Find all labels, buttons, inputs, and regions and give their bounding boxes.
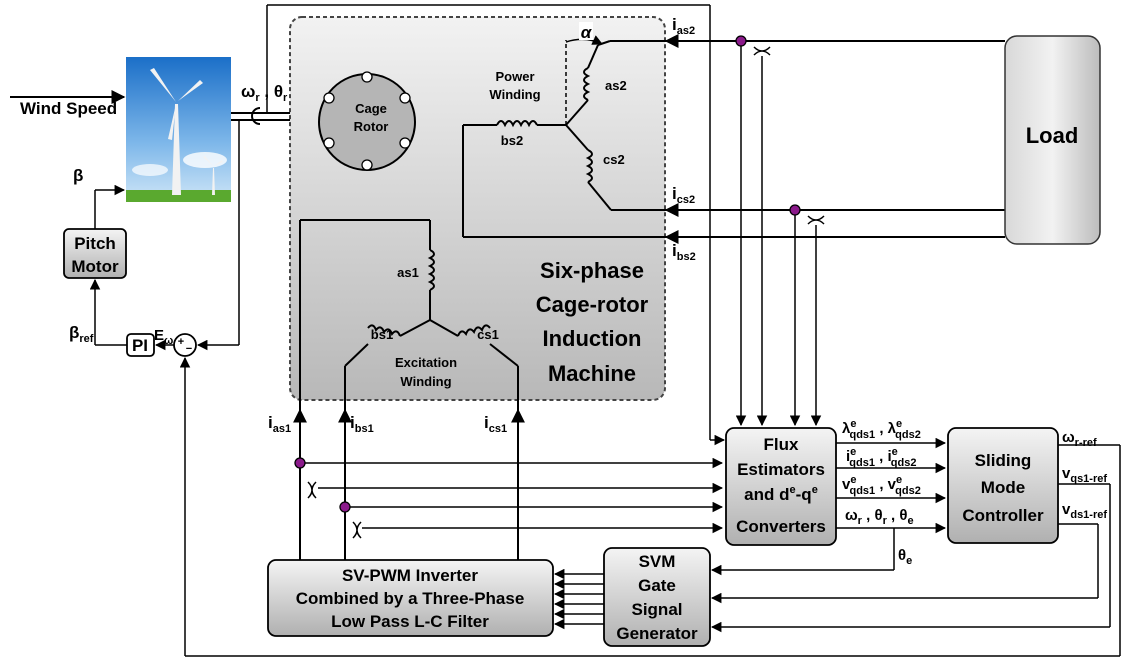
inverter-block [267,559,554,637]
error-label: Eω [154,327,173,347]
pitch-motor-label-1: Pitch [74,234,116,253]
svm-block [603,547,711,647]
smc-block [947,427,1059,544]
phase-label-bs1: bs1 [371,327,393,342]
flux-block-line-4: Converters [736,517,826,536]
current-label-ias2: ias2 [672,15,695,37]
beta-label: β [73,166,83,185]
power-winding-label-1: Power [495,69,534,84]
cage-rotor-label-2: Rotor [354,119,389,134]
omega-ref-loop [179,356,1121,657]
cage-rotor-label-1: Cage [355,101,387,116]
sum-minus-sign: − [186,343,192,355]
signal-omega-ref: ωr-ref [1062,429,1097,449]
signal-vqs-ref: vqs1-ref [1062,465,1107,485]
svg-text:Machine: Machine [548,361,636,386]
signal-angles: ωr , θr , θe [845,507,914,527]
alpha-label-bg [579,22,593,40]
svm-line-4: Generator [616,624,698,643]
svm-line-3: Signal [631,600,682,619]
load-block [1004,35,1101,245]
wind-speed-label: Wind Speed [20,99,117,118]
sensor-node-ibs1 [339,501,351,513]
flux-block-line-1: Flux [764,435,799,454]
sensor-node-ias2 [735,35,747,47]
sensor-node-ias1 [294,457,306,469]
excitation-winding-label-1: Excitation [395,355,457,370]
signal-theta-e: θe [898,547,912,567]
machine-title: Six-phase Cage-rotor Induction Machine [536,258,649,386]
phase-label-bs2: bs2 [501,133,523,148]
current-label-ibs1: ibs1 [350,413,374,435]
flux-block-line-2: Estimators [737,460,825,479]
beta-ref-label: βref [69,323,94,345]
current-label-ics1: ics1 [484,413,507,435]
svg-text:Six-phase: Six-phase [540,258,644,283]
inverter-line-3: Low Pass L-C Filter [331,612,489,631]
smc-output-lines [710,444,1111,633]
load-label: Load [1026,123,1079,148]
wind-turbine-image [126,57,231,202]
excitation-current-arrows [293,408,525,430]
sensor-node-ics2 [789,204,801,216]
power-winding-label-2: Winding [489,87,540,102]
phase-label-cs1: cs1 [477,327,499,342]
turbine-shaft [231,107,290,125]
phase-label-cs2: cs2 [603,152,625,167]
current-label-ias1: ias1 [268,413,291,435]
theta-e-line [710,528,895,576]
smc-line-3: Controller [962,506,1044,525]
svg-text:Cage-rotor: Cage-rotor [536,292,649,317]
pi-label: PI [132,336,148,355]
gate-signal-arrows [553,568,604,630]
phase-label-as1: as1 [397,265,419,280]
pitch-motor-label-2: Motor [71,257,119,276]
cage-rotor: Cage Rotor [318,71,416,171]
rotor-signal-label: ωr , θr [241,82,288,104]
inverter-line-1: SV-PWM Inverter [342,566,478,585]
rotor-feedback-lines [196,4,726,446]
stator2-sensing [735,41,825,427]
stator1-sensing [300,457,724,539]
sum-plus-sign: + [178,336,184,348]
phase-label-as2: as2 [605,78,627,93]
excitation-winding [300,219,519,367]
svm-line-2: Gate [638,576,676,595]
current-label-ics2: ics2 [672,184,695,206]
pi-block [126,333,155,357]
flux-estimator-block [725,427,837,546]
inverter-line-2: Combined by a Three-Phase [296,589,525,608]
excitation-winding-label-2: Winding [400,374,451,389]
alpha-label: α [581,23,593,42]
svm-line-1: SVM [639,552,676,571]
svg-text:Induction: Induction [543,326,642,351]
flux-block-line-3: and de-qe [744,484,818,504]
smc-line-1: Sliding [975,451,1032,470]
signal-vds-ref: vds1-ref [1062,501,1107,521]
current-label-ibs2: ibs2 [672,241,696,263]
summing-junction [173,333,197,357]
flux-to-smc-arrows [836,437,947,534]
smc-line-2: Mode [981,478,1025,497]
